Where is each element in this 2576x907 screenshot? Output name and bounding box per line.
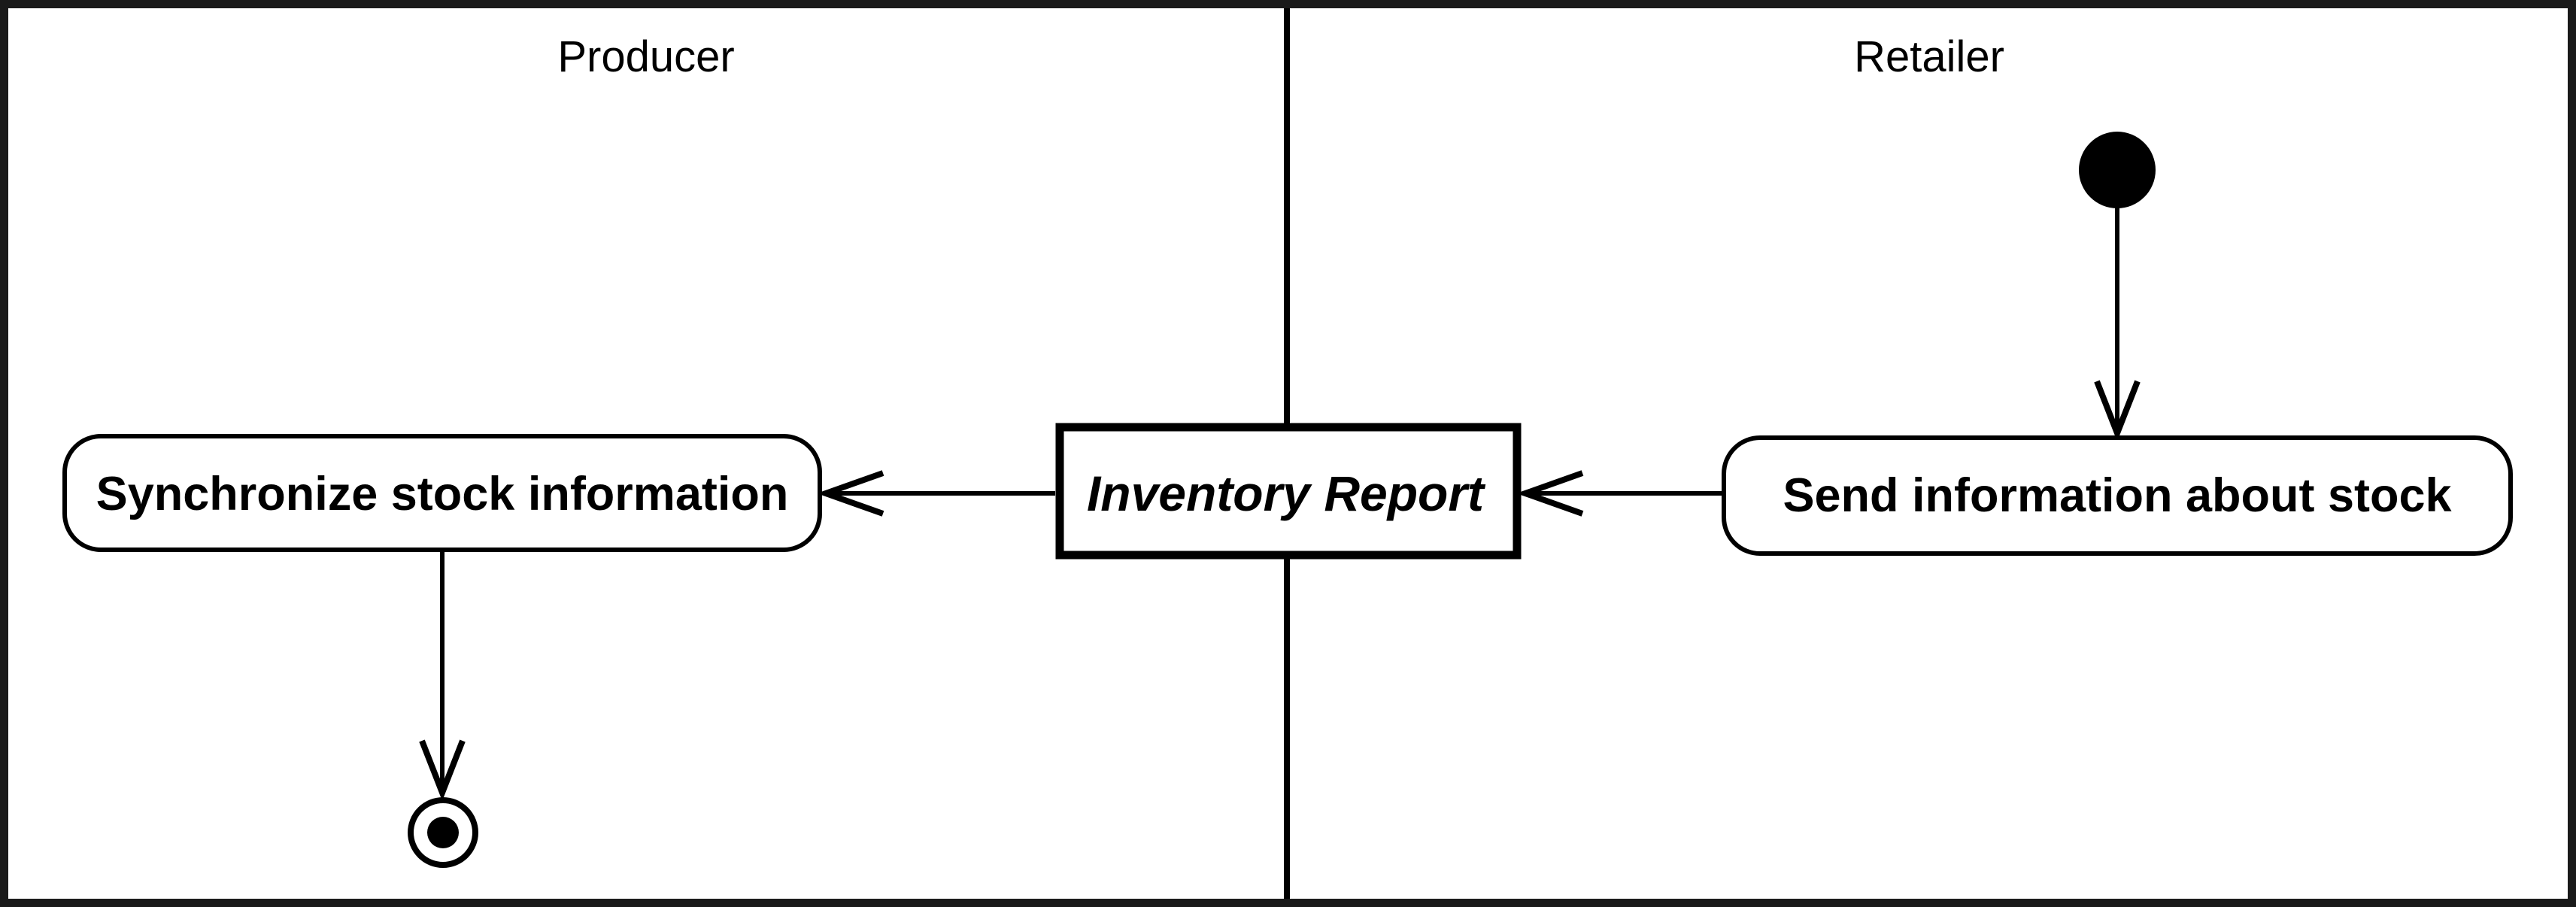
lane-title-producer: Producer xyxy=(557,32,734,81)
final-node xyxy=(408,797,478,868)
activity-label-synchronize-stock: Synchronize stock information xyxy=(96,468,789,520)
open-arrowhead-icon xyxy=(2094,380,2141,441)
open-arrowhead-icon xyxy=(817,470,884,517)
activity-shape xyxy=(62,434,822,552)
final-node-dot xyxy=(427,817,459,848)
control-flow-synchronize-to-final xyxy=(419,552,466,801)
activity-node-synchronize-stock: Synchronize stock information xyxy=(62,434,822,552)
initial-node xyxy=(2079,132,2156,208)
object-node-shape xyxy=(1055,423,1522,560)
activity-label-send-information: Send information about stock xyxy=(1783,469,2452,522)
control-flow-send-to-inventory xyxy=(1516,470,1722,517)
activity-shape xyxy=(1722,435,2513,556)
open-arrowhead-icon xyxy=(419,739,466,801)
object-node-inventory-report: Inventory Report xyxy=(1055,423,1522,560)
control-flow-initial-to-send xyxy=(2094,207,2141,441)
open-arrowhead-icon xyxy=(1516,470,1584,517)
lane-title-retailer: Retailer xyxy=(1854,32,2004,81)
control-flow-inventory-to-synchronize xyxy=(817,470,1055,517)
activity-node-send-information: Send information about stock xyxy=(1722,435,2513,556)
object-node-label-inventory-report: Inventory Report xyxy=(1087,466,1486,521)
